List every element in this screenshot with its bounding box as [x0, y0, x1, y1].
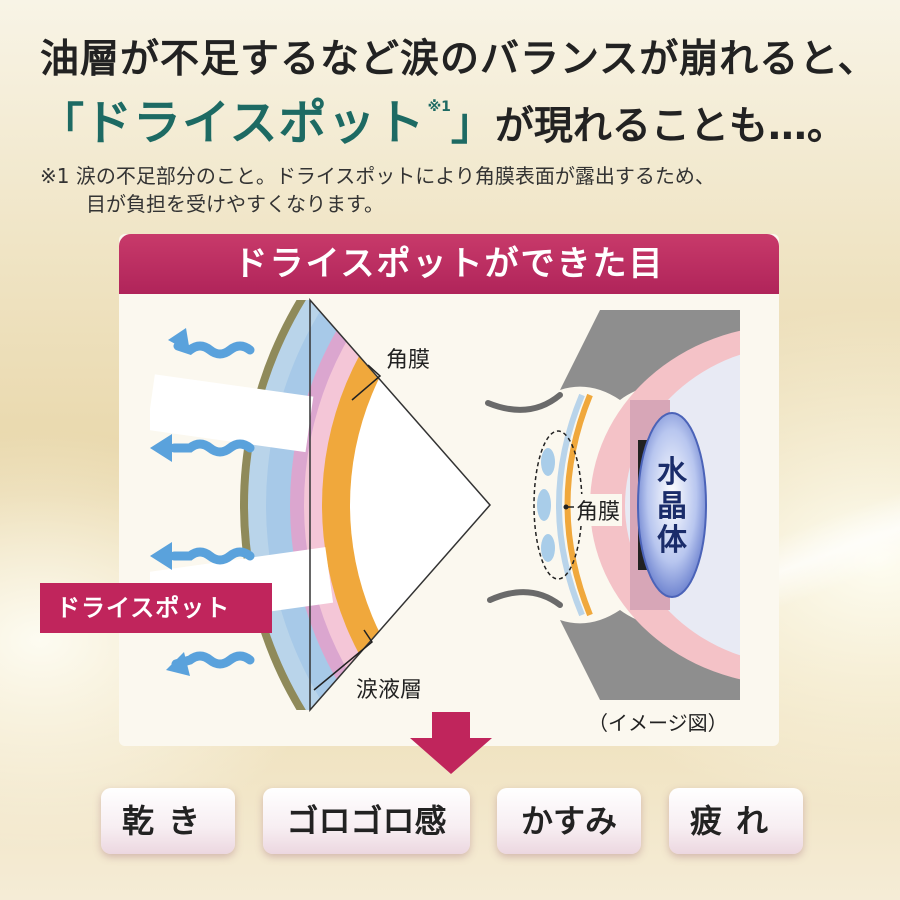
- down-arrow: [410, 712, 492, 774]
- symptom-blurriness: かすみ: [497, 788, 641, 854]
- symptom-fatigue: 疲れ: [669, 788, 803, 854]
- headline-line-2: 「ドライスポット※1」が現れることも…。: [40, 83, 880, 153]
- label-cornea-eye: 角膜: [574, 494, 623, 526]
- footnote-line-1: ※1 涙の不足部分のこと。ドライスポットにより角膜表面が露出するため、: [40, 164, 715, 188]
- footnote-line-2: 目が負担を受けやすくなります。: [86, 192, 384, 216]
- headline-line-2-rest: が現れることも…。: [494, 104, 846, 149]
- headline-footnote-mark: ※1: [427, 99, 451, 115]
- dry-spot-tag: ドライスポット: [40, 583, 272, 633]
- symptom-dryness: 乾き: [101, 788, 235, 854]
- headline-close-bracket: 」: [450, 99, 495, 150]
- label-cornea: 角膜: [386, 348, 431, 373]
- evaporation-arrows: [169, 341, 255, 669]
- panel-title: ドライスポットができた目: [119, 234, 779, 294]
- symptom-grittiness: ゴロゴロ感: [263, 788, 470, 854]
- headline-open-bracket: 「: [40, 99, 84, 150]
- headline-dry-spot-term: ドライスポット: [84, 95, 426, 151]
- eye-cross-section: [500, 310, 740, 700]
- image-note: （イメージ図）: [588, 711, 728, 735]
- label-tear-layer: 涙液層: [356, 678, 423, 703]
- label-lens: 水晶体: [657, 455, 687, 558]
- headline-line-1: 油層が不足するなど涙のバランスが崩れると、: [40, 37, 878, 82]
